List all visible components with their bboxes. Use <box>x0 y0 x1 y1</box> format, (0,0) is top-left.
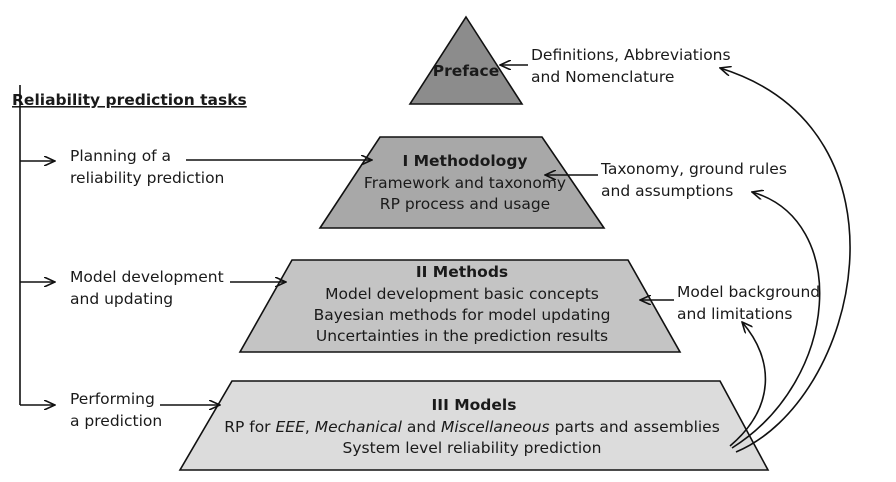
layer-models-line: RP for EEE, Mechanical and Miscellaneous… <box>224 418 720 436</box>
task-label-3b: a prediction <box>70 412 162 430</box>
task-label-1b: reliability prediction <box>70 169 224 187</box>
layer-models-line: System level reliability prediction <box>343 439 602 457</box>
curve-arrow-to-methodology <box>731 192 821 449</box>
annotation-methods-b: and limitations <box>677 305 792 323</box>
layer-models-shape <box>178 380 770 471</box>
curve-arrow-to-methods <box>729 322 767 447</box>
layer-methodology-line: RP process and usage <box>380 195 550 213</box>
annotation-preface-b: and Nomenclature <box>531 68 674 86</box>
layer-preface-shape <box>408 15 524 105</box>
layer-methodology-line: Framework and taxonomy <box>364 174 566 192</box>
task-label-2: Model development <box>70 268 224 286</box>
curve-arrow-to-preface <box>720 68 851 453</box>
tasks-title: Reliability prediction tasks <box>12 91 247 109</box>
task-label-1: Planning of a <box>70 147 171 165</box>
annotation-methodology: Taxonomy, ground rules <box>600 160 787 178</box>
layer-methods-line: Bayesian methods for model updating <box>314 306 611 324</box>
layer-methods-title: II Methods <box>416 263 508 281</box>
layer-methodology-shape <box>318 136 606 229</box>
layer-methods-shape <box>238 259 682 353</box>
annotation-methods: Model background <box>677 283 820 301</box>
layer-preface-title: Preface <box>433 62 499 80</box>
task-label-2b: and updating <box>70 290 173 308</box>
annotation-methodology-b: and assumptions <box>601 182 733 200</box>
layer-methodology-title: I Methodology <box>402 152 527 170</box>
layer-models-title: III Models <box>432 396 517 414</box>
layer-methods-line: Model development basic concepts <box>325 285 599 303</box>
task-label-3: Performing <box>70 390 155 408</box>
layer-methods-line: Uncertainties in the prediction results <box>316 327 608 345</box>
annotation-preface: Definitions, Abbreviations <box>531 46 731 64</box>
